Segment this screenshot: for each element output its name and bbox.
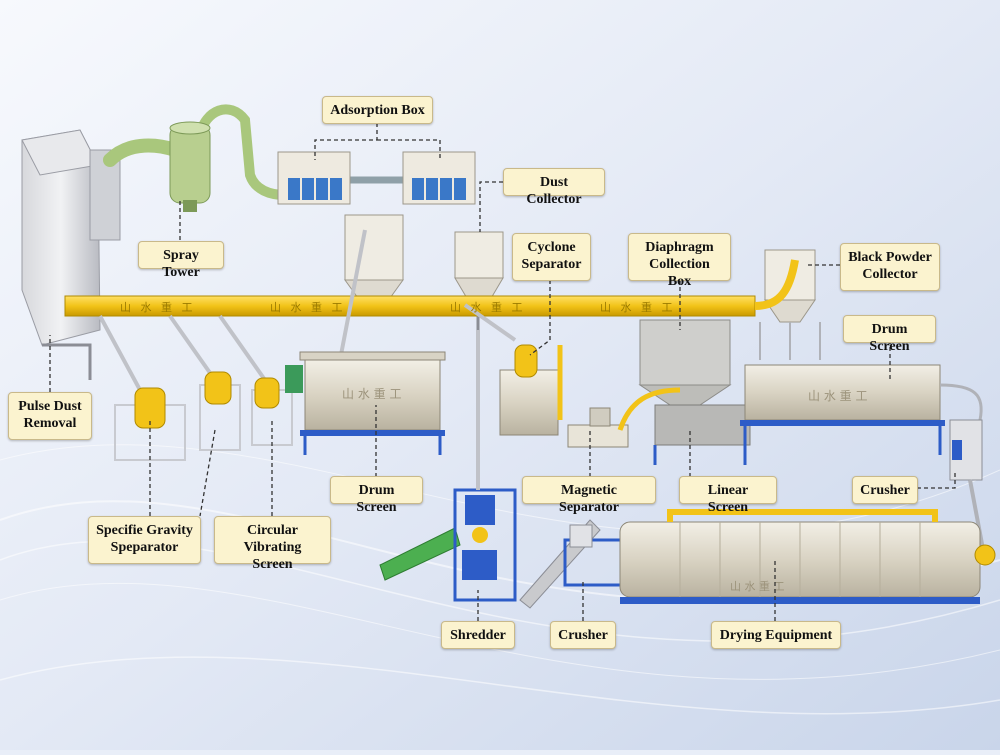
adsorption-box-left: [277, 151, 351, 205]
shredder-unit: [379, 330, 517, 602]
label-crusher-right: Crusher: [852, 476, 918, 504]
label-magnetic-separator: Magnetic Separator: [522, 476, 656, 515]
label-cyclone-separator: Cyclone Separator: [512, 233, 591, 281]
crusher-bottom-unit: [519, 519, 627, 609]
pipe-marking-1: 山 水 重 工: [120, 300, 196, 314]
label-circular-vibrating-screen: Circular Vibrating Screen: [214, 516, 331, 572]
drum-screen-right-unit: [740, 364, 983, 455]
label-drying-equipment: Drying Equipment: [711, 621, 841, 649]
linear-screen-unit: [653, 404, 751, 465]
cyclone-separator-unit: [499, 344, 563, 436]
main-yellow-pipe: [64, 229, 799, 391]
label-specific-gravity-separator: Specifie Gravity Speparator: [88, 516, 201, 564]
label-linear-screen: Linear Screen: [679, 476, 777, 515]
label-black-powder-collector: Black Powder Collector: [840, 243, 940, 291]
label-drum-screen-center: Drum Screen: [330, 476, 423, 515]
spray-tower-unit: [169, 121, 211, 212]
label-drum-screen-right: Drum Screen: [843, 315, 936, 354]
label-dust-collector: Dust Collector: [503, 168, 605, 207]
gravity-separator-cluster: [114, 365, 303, 461]
dust-collector-unit: [454, 231, 504, 330]
pipe-marking-4: 山 水 重 工: [600, 300, 676, 314]
label-crusher-bottom: Crusher: [550, 621, 616, 649]
leader-lines: [49, 123, 956, 621]
drum-marking-right: 山 水 重 工: [808, 389, 867, 403]
label-spray-tower: Spray Tower: [138, 241, 224, 280]
label-diaphragm-collection-box: Diaphragm Collection Box: [628, 233, 731, 289]
pipe-marking-3: 山 水 重 工: [450, 300, 526, 314]
pulse-dust-removal-unit: [21, 129, 121, 380]
drum-marking-dryer: 山 水 重 工: [730, 579, 785, 593]
black-powder-collector-unit: [759, 249, 821, 360]
label-adsorption-box: Adsorption Box: [322, 96, 433, 124]
label-pulse-dust-removal: Pulse Dust Removal: [8, 392, 92, 440]
magnetic-separator-unit: [567, 387, 681, 448]
drying-equipment-unit: [619, 509, 996, 604]
adsorption-box-right: [402, 151, 476, 205]
drum-screen-center-unit: [299, 351, 446, 455]
drum-marking-center: 山 水 重 工: [342, 387, 401, 401]
label-shredder: Shredder: [441, 621, 515, 649]
pipe-marking-2: 山 水 重 工: [270, 300, 346, 314]
